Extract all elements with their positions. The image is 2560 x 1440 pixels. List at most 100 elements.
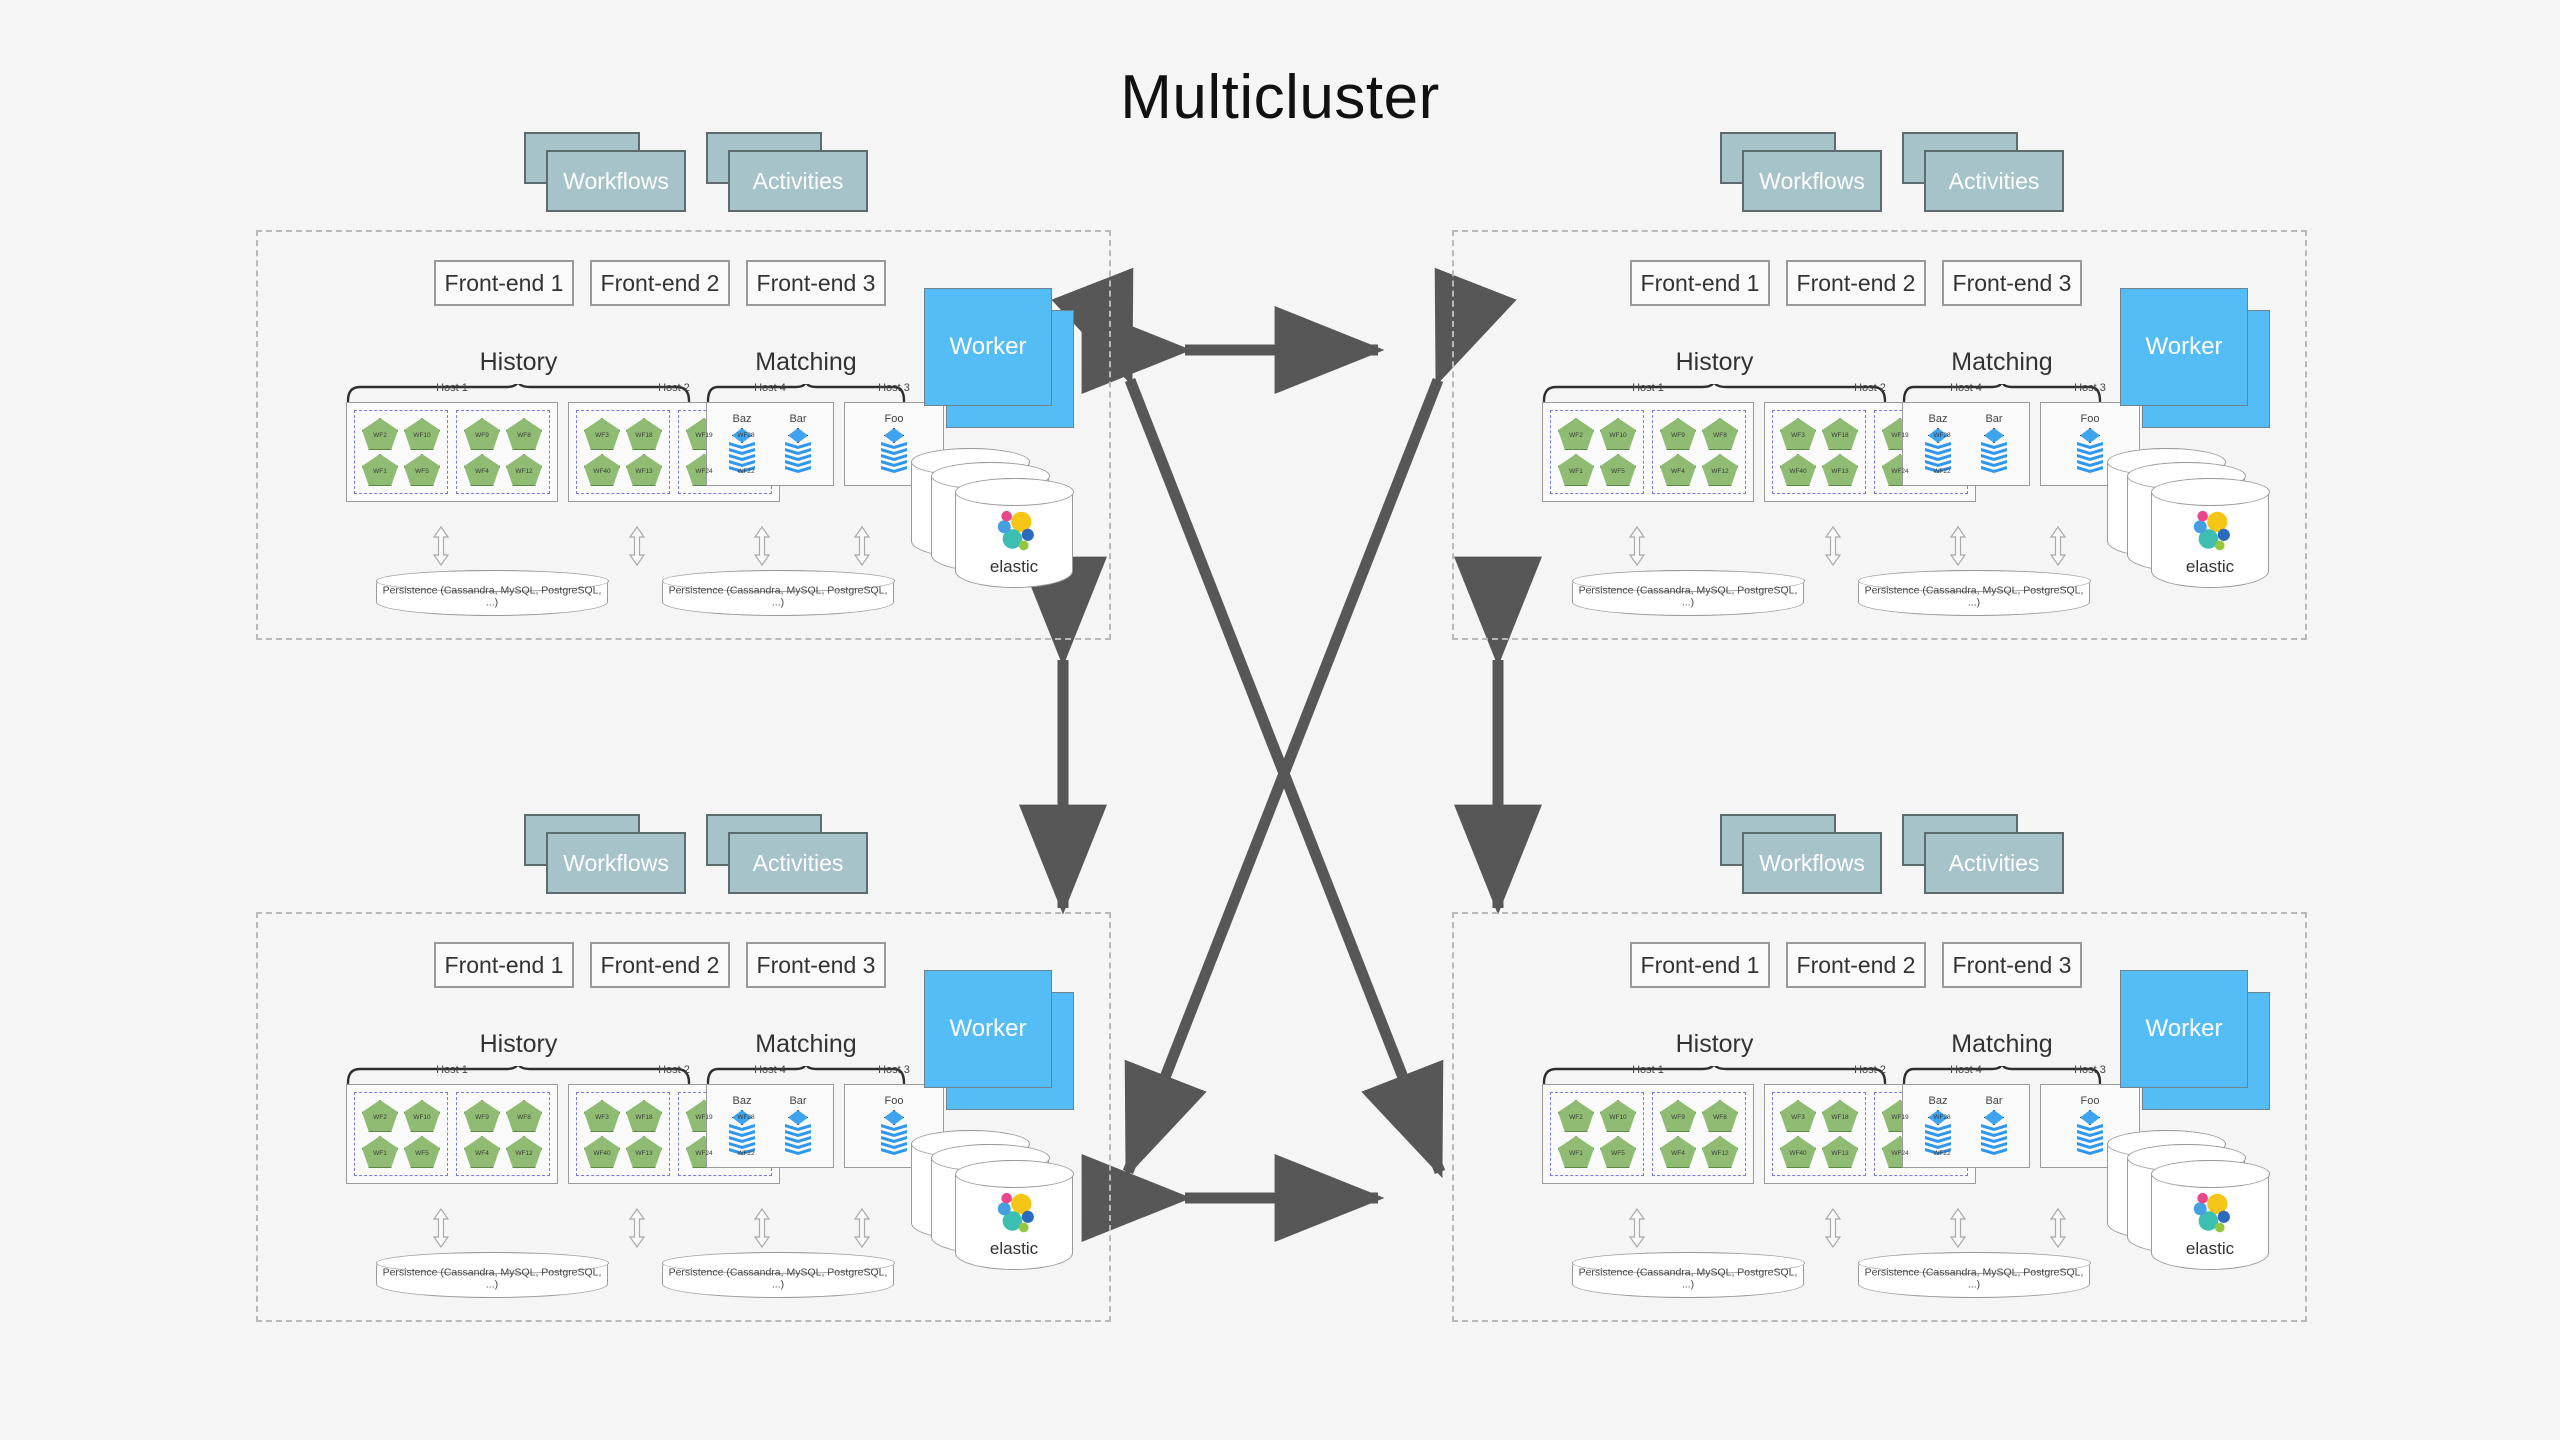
history-host[interactable]: Host 1 WF2 WF10 WF1 WF5 WF9 WF8 WF4 WF [1542, 382, 1754, 502]
workflow-item[interactable]: WF2 [1558, 1100, 1594, 1132]
workflow-item[interactable]: WF13 [1822, 454, 1858, 486]
workflow-item[interactable]: WF3 [1780, 1100, 1816, 1132]
task-queue[interactable]: Foo [873, 413, 915, 473]
frontend-1[interactable]: Front-end 1 [1630, 260, 1770, 306]
activities-stack[interactable]: Activities [1902, 814, 2064, 894]
matching-host[interactable]: Host 4 Baz Bar [1902, 1064, 2030, 1168]
history-persistence-db[interactable]: Persistence (Cassandra, MySQL, PostgreSQ… [375, 569, 609, 616]
frontend-3[interactable]: Front-end 3 [746, 942, 886, 988]
workflow-item[interactable]: WF4 [464, 454, 500, 486]
workflow-item[interactable]: WF12 [506, 1136, 542, 1168]
activities-stack[interactable]: Activities [706, 814, 868, 894]
task-queue[interactable]: Baz [721, 1095, 763, 1155]
elasticsearch-cluster[interactable]: elastic [2106, 1129, 2277, 1278]
frontend-1[interactable]: Front-end 1 [434, 942, 574, 988]
workflow-item[interactable]: WF3 [584, 418, 620, 450]
workflows-stack[interactable]: Workflows [1720, 814, 1882, 894]
worker-stack[interactable]: Worker [2120, 970, 2270, 1110]
history-host[interactable]: Host 1 WF2 WF10 WF1 WF5 WF9 WF8 WF4 WF [346, 382, 558, 502]
frontend-3[interactable]: Front-end 3 [1942, 260, 2082, 306]
frontend-1[interactable]: Front-end 1 [1630, 942, 1770, 988]
matching-persistence-db[interactable]: Persistence (Cassandra, MySQL, PostgreSQ… [1857, 1251, 2091, 1298]
workflow-item[interactable]: WF9 [464, 418, 500, 450]
task-queue[interactable]: Baz [1917, 413, 1959, 473]
workflow-item[interactable]: WF5 [404, 454, 440, 486]
workflows-stack[interactable]: Workflows [1720, 132, 1882, 212]
workflow-item[interactable]: WF10 [1600, 1100, 1636, 1132]
workflow-item[interactable]: WF10 [404, 418, 440, 450]
elasticsearch-cluster[interactable]: elastic [2106, 447, 2277, 596]
workflow-item[interactable]: WF1 [1558, 454, 1594, 486]
workflow-item[interactable]: WF2 [362, 1100, 398, 1132]
workflow-item[interactable]: WF18 [1822, 418, 1858, 450]
workflow-item[interactable]: WF10 [1600, 418, 1636, 450]
worker-stack[interactable]: Worker [924, 970, 1074, 1110]
workflow-item[interactable]: WF8 [1702, 1100, 1738, 1132]
workflow-item[interactable]: WF18 [626, 418, 662, 450]
frontend-2[interactable]: Front-end 2 [1786, 260, 1926, 306]
workflow-item[interactable]: WF9 [1660, 418, 1696, 450]
workflow-item[interactable]: WF12 [1702, 454, 1738, 486]
workflow-item[interactable]: WF1 [362, 454, 398, 486]
workflow-item[interactable]: WF5 [404, 1136, 440, 1168]
matching-persistence-db[interactable]: Persistence (Cassandra, MySQL, PostgreSQ… [661, 569, 895, 616]
task-queue[interactable]: Foo [2069, 1095, 2111, 1155]
workflow-item[interactable]: WF13 [626, 1136, 662, 1168]
workflow-item[interactable]: WF40 [584, 454, 620, 486]
frontend-3[interactable]: Front-end 3 [746, 260, 886, 306]
matching-host[interactable]: Host 4 Baz Bar [1902, 382, 2030, 486]
history-persistence-db[interactable]: Persistence (Cassandra, MySQL, PostgreSQ… [375, 1251, 609, 1298]
workflow-item[interactable]: WF9 [1660, 1100, 1696, 1132]
frontend-2[interactable]: Front-end 2 [1786, 942, 1926, 988]
workflow-item[interactable]: WF4 [1660, 1136, 1696, 1168]
workflow-item[interactable]: WF40 [1780, 454, 1816, 486]
workflow-item[interactable]: WF18 [1822, 1100, 1858, 1132]
workflow-item[interactable]: WF4 [464, 1136, 500, 1168]
history-host[interactable]: Host 1 WF2 WF10 WF1 WF5 WF9 WF8 WF4 WF [346, 1064, 558, 1184]
workflows-stack[interactable]: Workflows [524, 814, 686, 894]
frontend-3[interactable]: Front-end 3 [1942, 942, 2082, 988]
task-queue[interactable]: Bar [777, 413, 819, 473]
workflow-item[interactable]: WF3 [1780, 418, 1816, 450]
workflow-item[interactable]: WF5 [1600, 454, 1636, 486]
task-queue[interactable]: Baz [721, 413, 763, 473]
workflow-item[interactable]: WF8 [506, 1100, 542, 1132]
workflow-item[interactable]: WF2 [1558, 418, 1594, 450]
task-queue[interactable]: Foo [2069, 413, 2111, 473]
task-queue[interactable]: Bar [777, 1095, 819, 1155]
activities-stack[interactable]: Activities [1902, 132, 2064, 212]
task-queue[interactable]: Baz [1917, 1095, 1959, 1155]
matching-persistence-db[interactable]: Persistence (Cassandra, MySQL, PostgreSQ… [661, 1251, 895, 1298]
history-persistence-db[interactable]: Persistence (Cassandra, MySQL, PostgreSQ… [1571, 1251, 1805, 1298]
elasticsearch-cluster[interactable]: elastic [910, 1129, 1081, 1278]
matching-host[interactable]: Host 4 Baz Bar [706, 382, 834, 486]
worker-stack[interactable]: Worker [2120, 288, 2270, 428]
task-queue[interactable]: Foo [873, 1095, 915, 1155]
workflow-item[interactable]: WF5 [1600, 1136, 1636, 1168]
workflow-item[interactable]: WF13 [1822, 1136, 1858, 1168]
workflow-item[interactable]: WF18 [626, 1100, 662, 1132]
elasticsearch-cluster[interactable]: elastic [910, 447, 1081, 596]
frontend-2[interactable]: Front-end 2 [590, 942, 730, 988]
activities-stack[interactable]: Activities [706, 132, 868, 212]
matching-persistence-db[interactable]: Persistence (Cassandra, MySQL, PostgreSQ… [1857, 569, 2091, 616]
workflow-item[interactable]: WF12 [506, 454, 542, 486]
workflow-item[interactable]: WF40 [1780, 1136, 1816, 1168]
workflow-item[interactable]: WF1 [1558, 1136, 1594, 1168]
workflow-item[interactable]: WF12 [1702, 1136, 1738, 1168]
workflow-item[interactable]: WF40 [584, 1136, 620, 1168]
frontend-2[interactable]: Front-end 2 [590, 260, 730, 306]
workflow-item[interactable]: WF8 [1702, 418, 1738, 450]
workflow-item[interactable]: WF10 [404, 1100, 440, 1132]
task-queue[interactable]: Bar [1973, 1095, 2015, 1155]
history-host[interactable]: Host 1 WF2 WF10 WF1 WF5 WF9 WF8 WF4 WF [1542, 1064, 1754, 1184]
worker-stack[interactable]: Worker [924, 288, 1074, 428]
workflow-item[interactable]: WF13 [626, 454, 662, 486]
history-persistence-db[interactable]: Persistence (Cassandra, MySQL, PostgreSQ… [1571, 569, 1805, 616]
workflow-item[interactable]: WF4 [1660, 454, 1696, 486]
workflow-item[interactable]: WF1 [362, 1136, 398, 1168]
matching-host[interactable]: Host 4 Baz Bar [706, 1064, 834, 1168]
frontend-1[interactable]: Front-end 1 [434, 260, 574, 306]
workflows-stack[interactable]: Workflows [524, 132, 686, 212]
workflow-item[interactable]: WF3 [584, 1100, 620, 1132]
